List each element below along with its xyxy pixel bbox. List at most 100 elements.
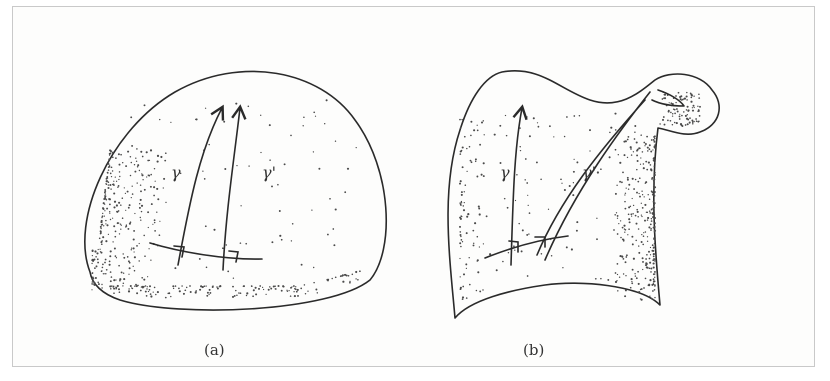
stipple-dot (478, 208, 480, 210)
stipple-dot (687, 119, 689, 121)
stipple-dot (477, 236, 479, 238)
stipple-dot (290, 287, 292, 289)
stipple-dot (342, 274, 344, 276)
stipple-dot (680, 95, 682, 97)
stipple-dot (94, 267, 96, 269)
stipple-dot (122, 162, 123, 163)
stipple-dot (631, 278, 633, 280)
stipple-dot (114, 236, 116, 238)
stipple-dot (277, 184, 279, 186)
stipple-dot (643, 287, 645, 289)
stipple-dot (123, 257, 125, 259)
stipple-dot (260, 115, 261, 116)
stipple-dot (622, 239, 624, 241)
stipple-dot (466, 232, 468, 234)
stipple-dot (692, 107, 693, 108)
stipple-dot (653, 253, 655, 255)
stipple-dot (496, 269, 498, 271)
stipple-dot (650, 164, 652, 166)
stipple-dot (676, 122, 678, 124)
stipple-dot (109, 203, 111, 205)
stipple-dot (647, 219, 648, 220)
stipple-dot (469, 146, 471, 148)
stipple-dot (202, 171, 203, 172)
stipple-dot (281, 290, 283, 292)
stipple-dot (279, 235, 281, 237)
stipple-dot (653, 256, 655, 258)
stipple-dot (233, 278, 234, 279)
stipple-dot (139, 203, 140, 204)
stipple-dot (207, 292, 209, 294)
stipple-dot (573, 115, 575, 117)
stipple-dot (100, 221, 102, 223)
stipple-dot (236, 165, 237, 166)
stipple-dot (650, 169, 652, 171)
stipple-dot (154, 287, 156, 289)
stipple-dot (183, 293, 185, 295)
stipple-dot (641, 191, 642, 192)
stipple-dot (571, 248, 573, 250)
stipple-dot (294, 295, 296, 297)
stipple-dot (101, 287, 102, 288)
stipple-dot (179, 290, 181, 292)
stipple-dot (636, 223, 638, 225)
stipple-dot (208, 294, 209, 295)
stipple-dot (149, 285, 151, 287)
stipple-dot (115, 157, 117, 159)
stipple-dot (541, 253, 543, 255)
stipple-dot (638, 252, 640, 254)
stipple-dot (690, 94, 692, 96)
stipple-dot (205, 285, 206, 286)
stipple-dot (107, 177, 108, 178)
stipple-dot (674, 113, 676, 115)
stipple-dot (470, 160, 472, 162)
stipple-dot (96, 252, 98, 254)
stipple-dot (147, 160, 149, 162)
stipple-dot (208, 144, 209, 145)
stipple-dot (634, 273, 635, 274)
stipple-dot (140, 151, 142, 153)
stipple-dot (224, 168, 226, 170)
stipple-dot (120, 224, 121, 225)
stipple-dot (654, 230, 656, 232)
stipple-dot (313, 111, 315, 113)
stipple-dot (466, 216, 468, 218)
stipple-dot (633, 151, 634, 152)
stipple-dot (102, 215, 103, 216)
stipple-dot (483, 162, 485, 164)
stipple-dot (141, 211, 142, 212)
stipple-dot (699, 110, 700, 111)
stipple-dot (128, 260, 130, 262)
stipple-dot (150, 295, 152, 297)
stipple-dot (597, 171, 599, 173)
stipple-dot (506, 135, 508, 137)
stipple-dot (574, 159, 575, 160)
stipple-dot (642, 207, 644, 209)
stipple-dot (653, 180, 655, 182)
stipple-dot (184, 289, 186, 291)
stipple-dot (109, 213, 110, 214)
stipple-dot (643, 167, 645, 169)
stipple-dot (459, 242, 461, 244)
stipple-dot (327, 234, 329, 236)
stipple-dot (297, 295, 299, 297)
panel-b-transversal-curve (485, 236, 568, 258)
stipple-dot (649, 210, 651, 212)
stipple-dot (290, 135, 292, 137)
stipple-dot (687, 114, 688, 115)
stipple-dot (99, 249, 100, 250)
stipple-dot (654, 174, 656, 176)
stipple-dot (477, 130, 479, 132)
stipple-dot (107, 172, 109, 174)
stipple-dot (130, 156, 132, 158)
stipple-dot (627, 177, 629, 179)
stipple-dot (141, 277, 143, 279)
stipple-dot (649, 148, 651, 150)
stipple-dot (645, 161, 647, 163)
stipple-dot (654, 144, 655, 145)
stipple-dot (143, 235, 145, 237)
stipple-dot (245, 243, 247, 245)
stipple-dot (102, 236, 104, 238)
stipple-dot (626, 187, 627, 188)
